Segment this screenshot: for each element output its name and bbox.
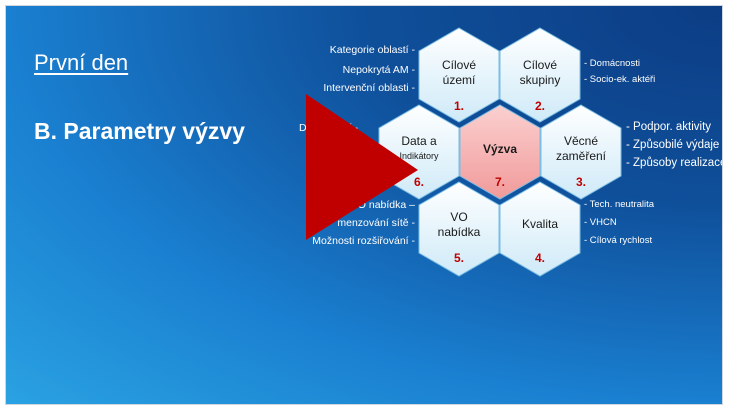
label-dimenzovani: menzování sítě -	[337, 217, 415, 229]
hex1-line1: Cílové	[442, 58, 476, 72]
play-icon[interactable]	[306, 94, 418, 240]
hex7-line1: Výzva	[483, 142, 517, 156]
slide: První den B. Parametry výzvy Kategorie o…	[6, 6, 722, 404]
hex4-number: 4.	[535, 251, 545, 265]
hex6-number: 6.	[414, 175, 424, 189]
label-tech: - Tech. neutralita	[584, 199, 655, 210]
slide-title: První den	[34, 50, 129, 75]
hex7-number: 7.	[495, 175, 505, 189]
hex2-line1: Cílové	[523, 58, 557, 72]
label-intervencni: Intervenční oblasti -	[323, 82, 415, 94]
hex-vyzva: Výzva 7.	[459, 104, 541, 200]
hex5-line2: nabídka	[438, 225, 481, 239]
hexagon-diagram: Cílové území 1. Cílové skupiny 2. Data a…	[306, 27, 622, 277]
label-moznosti: Možnosti rozšiřování -	[312, 235, 415, 247]
hex5-number: 5.	[454, 251, 464, 265]
label-socio: - Socio-ek. aktéři	[584, 74, 656, 85]
label-domacnosti: - Domácnosti	[584, 58, 640, 69]
hex3-line2: zaměření	[556, 149, 607, 163]
label-vhcn: - VHCN	[584, 217, 617, 228]
hex1-number: 1.	[454, 99, 464, 113]
label-zpusobile: - Způsobilé výdaje	[626, 139, 720, 151]
hex-cilove-skupiny: Cílové skupiny 2.	[499, 27, 581, 123]
hex2-number: 2.	[535, 99, 545, 113]
hex-vecne-zamereni: Věcné zaměření 3.	[540, 104, 622, 200]
hex3-line1: Věcné	[564, 134, 598, 148]
hex6-line2: Indikátory	[399, 151, 439, 161]
label-kategorie: Kategorie oblastí -	[329, 44, 415, 56]
hex3-number: 3.	[576, 175, 586, 189]
hex-kvalita: Kvalita 4.	[499, 181, 581, 277]
slide-subtitle: B. Parametry výzvy	[34, 118, 245, 144]
hex2-line2: skupiny	[520, 73, 561, 87]
hex4-line1: Kvalita	[522, 217, 558, 231]
label-podpor: - Podpor. aktivity	[626, 121, 712, 133]
hex-vo-nabidka: VO nabídka 5.	[418, 181, 500, 277]
hex-cilove-uzemi: Cílové území 1.	[418, 27, 500, 123]
label-nepokryta: Nepokrytá AM -	[342, 64, 415, 76]
label-cilova-rychlost: - Cílová rychlost	[584, 235, 653, 246]
hex1-line2: území	[443, 73, 476, 87]
hex6-line1: Data a	[401, 134, 437, 148]
label-vo-nabidka: O nabídka –	[357, 199, 415, 211]
hex5-line1: VO	[450, 210, 467, 224]
label-zpusoby: - Způsoby realizace	[626, 157, 722, 169]
